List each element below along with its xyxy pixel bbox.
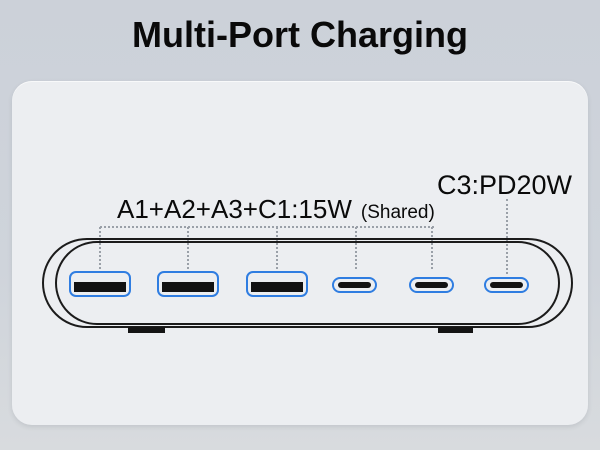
port-pin-bar <box>162 282 214 292</box>
shared-bracket-line <box>100 226 434 228</box>
c3-power-label: C3:PD20W <box>437 170 573 200</box>
shared-power-label-suffix: (Shared) <box>360 202 435 223</box>
charger-outer-outline <box>42 238 573 328</box>
port-pin-bar <box>490 282 523 288</box>
charger-inner-outline <box>55 241 560 325</box>
usb-a-port-2 <box>157 271 219 297</box>
shared-power-label-text: A1+A2+A3+C1:15W <box>117 194 352 224</box>
charger-left-foot <box>128 327 165 333</box>
bracket-tick-a1 <box>99 227 101 269</box>
port-pin-bar <box>251 282 303 292</box>
bracket-tick-c2 <box>431 227 433 269</box>
usb-c-port-6 <box>484 277 529 293</box>
port-pin-bar <box>415 282 448 288</box>
c3-pointer-line <box>506 199 508 274</box>
page-title: Multi-Port Charging <box>132 14 468 55</box>
usb-c-port-5 <box>409 277 454 293</box>
port-pin-bar <box>338 282 371 288</box>
shared-power-label: A1+A2+A3+C1:15W (Shared) <box>117 195 435 224</box>
usb-a-port-1 <box>69 271 131 297</box>
diagram-card <box>12 81 588 425</box>
usb-c-port-4 <box>332 277 377 293</box>
charger-right-foot <box>438 327 473 333</box>
bracket-tick-a3 <box>276 227 278 269</box>
bracket-tick-a2 <box>187 227 189 269</box>
usb-a-port-3 <box>246 271 308 297</box>
port-pin-bar <box>74 282 126 292</box>
bracket-tick-c1 <box>355 227 357 269</box>
